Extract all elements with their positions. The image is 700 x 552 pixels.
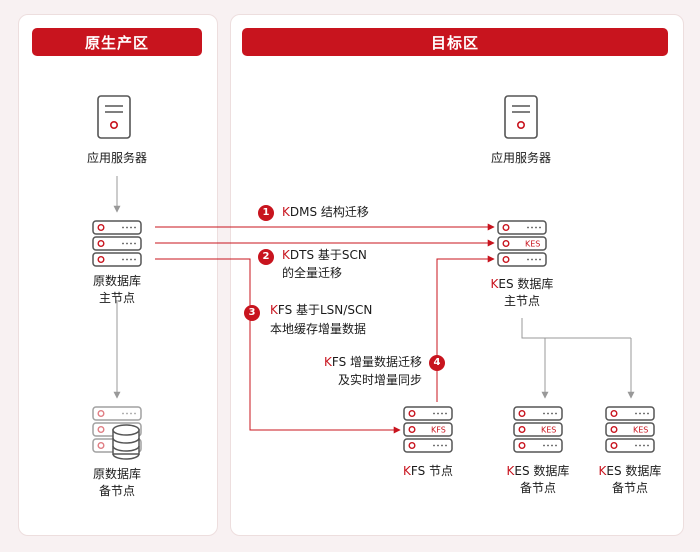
kes-primary-tag: KES [525,240,540,249]
source-app-server-label: 应用服务器 [86,151,147,165]
step-2-badge: 2 [258,249,274,265]
step-2-label-1: KDTS 基于SCN [282,248,367,262]
step-4-label-1: KFS 增量数据迁移 [324,355,422,369]
step-4-badge: 4 [429,355,445,371]
step-1-label: KDMS 结构迁移 [282,205,369,219]
kes-primary-label-2: 主节点 [503,294,540,308]
source-primary-db-label-1: 原数据库 [92,274,141,288]
kes-standby-2-label-2: 备节点 [611,481,648,495]
step-3-label-1: KFS 基于LSN/SCN [270,303,373,317]
kfs-node-tag: KFS [431,426,446,435]
kfs-node-icon: KFS [403,406,453,453]
source-standby-db-icon [92,406,142,460]
source-standby-db-label-2: 备节点 [98,484,135,498]
source-zone-title: 原生产区 [32,28,202,56]
kes-primary-icon: KES [497,220,547,267]
step-3-arrow [155,258,401,434]
target-app-server-label: 应用服务器 [490,151,551,165]
kes-standby-1-label-1: KES 数据库 [506,464,570,478]
kes-primary-label-1: KES 数据库 [490,277,554,291]
kes-standby-1-label-2: 备节点 [519,481,556,495]
source-primary-db-label-2: 主节点 [98,291,135,305]
kes-standby-1-icon: KES [513,406,563,453]
source-primary-db-icon [92,220,142,267]
step-3-label-2: 本地缓存增量数据 [270,322,367,336]
step-1-badge: 1 [258,205,274,221]
step-4-label-2: 及实时增量同步 [337,373,422,387]
kes-standby-2-label-1: KES 数据库 [598,464,662,478]
source-standby-db-label-1: 原数据库 [92,467,141,481]
kes-standby-2-icon: KES [605,406,655,453]
kfs-node-label: KFS 节点 [403,464,453,478]
target-zone-title: 目标区 [242,28,668,56]
step-4-arrow [436,255,495,402]
step-3-badge: 3 [244,305,260,321]
step-2-label-2: 的全量迁移 [282,266,343,280]
target-app-server-icon [504,95,538,139]
kes-standby-2-tag: KES [633,426,648,435]
source-app-server-icon [97,95,131,139]
kes-standby-1-tag: KES [541,426,556,435]
kes-replication-line [521,318,631,339]
